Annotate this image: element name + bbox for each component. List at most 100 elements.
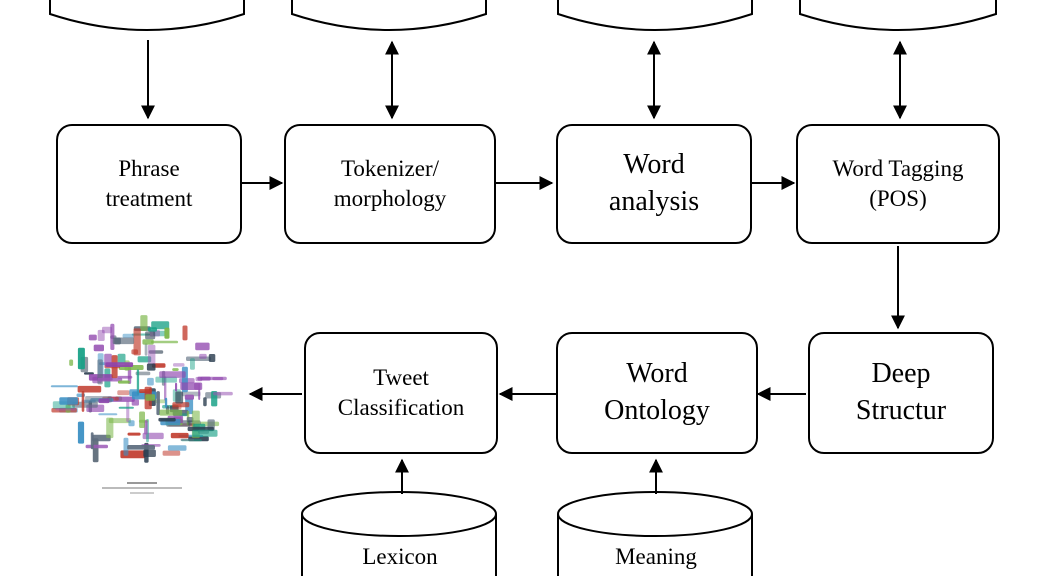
word-cloud-word — [117, 390, 130, 396]
word-cloud-word — [128, 420, 135, 427]
word-cloud-word — [175, 382, 178, 392]
word-cloud-word — [97, 377, 123, 382]
node-word-ontology-line-2: Ontology — [604, 395, 710, 426]
word-cloud-word — [199, 353, 207, 359]
word-cloud-word — [212, 377, 224, 381]
word-cloud-word — [203, 397, 207, 407]
word-cloud-word — [93, 344, 104, 352]
word-cloud-word — [112, 337, 135, 345]
word-cloud-word — [186, 356, 212, 361]
node-deep-structure: Deep Structur — [808, 332, 994, 454]
word-cloud-word — [147, 377, 154, 386]
word-cloud-word — [195, 342, 210, 351]
word-cloud-word — [131, 399, 139, 406]
word-cloud-image — [50, 315, 233, 463]
node-word-analysis: Word analysis — [556, 124, 752, 244]
word-cloud-word — [85, 444, 108, 449]
word-cloud-word — [122, 333, 135, 338]
node-word-tagging-line-1: Word Tagging — [832, 155, 964, 181]
word-cloud-word — [208, 354, 216, 362]
node-deep-structure-line-1: Deep — [871, 358, 931, 390]
node-tweet-classification: Tweet Classification — [304, 332, 498, 454]
word-cloud-word — [139, 411, 145, 428]
word-cloud-word — [98, 413, 118, 416]
word-cloud-word — [135, 371, 151, 376]
word-cloud-word — [133, 328, 141, 356]
word-cloud-word — [145, 394, 156, 401]
node-deep-structure-line-2: Structur — [855, 395, 947, 426]
database-meaning-label: Meaning — [615, 544, 697, 569]
word-cloud-word — [170, 432, 189, 439]
database-top-2 — [291, 0, 487, 31]
word-cloud-word — [159, 371, 186, 378]
node-word-ontology: Word Ontology — [556, 332, 758, 454]
word-cloud-word — [151, 321, 170, 330]
word-cloud-caption-line — [130, 492, 154, 494]
word-cloud-word — [127, 432, 141, 436]
word-cloud-word — [194, 382, 201, 390]
node-tokenizer-morphology: Tokenizer/ morphology — [284, 124, 496, 244]
word-cloud-caption-line — [127, 482, 157, 484]
word-cloud-word — [172, 368, 179, 371]
word-cloud-word — [162, 450, 181, 456]
word-cloud-word — [126, 400, 130, 423]
word-cloud-word — [55, 408, 76, 411]
word-cloud-word — [164, 397, 168, 408]
word-cloud-word — [127, 367, 132, 384]
word-cloud-word — [118, 406, 134, 409]
database-top-4 — [799, 0, 997, 31]
word-cloud-word — [81, 391, 85, 412]
word-cloud-word — [180, 438, 195, 441]
word-cloud-word — [172, 404, 182, 410]
word-cloud-word — [108, 418, 131, 424]
word-cloud-word — [144, 343, 148, 356]
word-cloud-word — [175, 391, 184, 404]
node-word-analysis-line-2: analysis — [608, 186, 700, 217]
node-tweet-classification-line-2: Classification — [337, 395, 465, 420]
word-cloud-word — [189, 358, 195, 370]
word-cloud-word — [105, 362, 134, 367]
word-cloud-word — [142, 339, 154, 345]
word-cloud-word — [92, 438, 99, 463]
node-tokenizer-line-1: Tokenizer/ — [340, 155, 439, 181]
word-cloud-word — [65, 404, 71, 413]
word-cloud-word — [159, 409, 183, 416]
node-phrase-treatment: Phrase treatment — [56, 124, 242, 244]
word-cloud-word — [98, 398, 110, 404]
word-cloud-word — [102, 326, 113, 334]
word-cloud-word — [117, 380, 130, 384]
word-cloud-word — [164, 327, 170, 339]
word-cloud-word — [164, 376, 167, 401]
word-cloud-word — [90, 432, 94, 450]
word-cloud-word — [123, 437, 129, 456]
word-cloud-word — [192, 429, 218, 437]
word-cloud-word — [158, 417, 176, 422]
word-cloud-word — [97, 329, 105, 341]
word-cloud-word — [92, 434, 111, 442]
word-cloud-word — [127, 445, 155, 450]
database-top-1 — [49, 0, 245, 31]
word-cloud-word — [167, 445, 187, 451]
node-word-analysis-line-1: Word — [623, 149, 685, 181]
word-cloud-word — [186, 417, 194, 423]
word-cloud-word — [156, 391, 160, 416]
word-cloud-word — [145, 331, 156, 340]
word-cloud-word — [84, 372, 94, 375]
word-cloud-word — [59, 397, 78, 405]
database-lexicon — [301, 491, 497, 576]
database-top-3 — [557, 0, 753, 31]
word-cloud-word — [184, 394, 194, 400]
word-cloud-word — [137, 356, 152, 363]
word-cloud-word — [69, 359, 74, 366]
word-cloud-word — [182, 325, 188, 341]
node-phrase-treatment-line-1: Phrase — [118, 155, 180, 181]
word-cloud-word — [147, 344, 156, 366]
word-cloud-word — [146, 363, 156, 371]
node-phrase-treatment-line-2: treatment — [105, 186, 193, 211]
word-cloud-word — [110, 323, 115, 350]
database-lexicon-label: Lexicon — [362, 544, 438, 569]
word-cloud-word — [148, 327, 157, 332]
word-cloud-word — [138, 389, 152, 393]
word-cloud-word — [77, 347, 85, 370]
